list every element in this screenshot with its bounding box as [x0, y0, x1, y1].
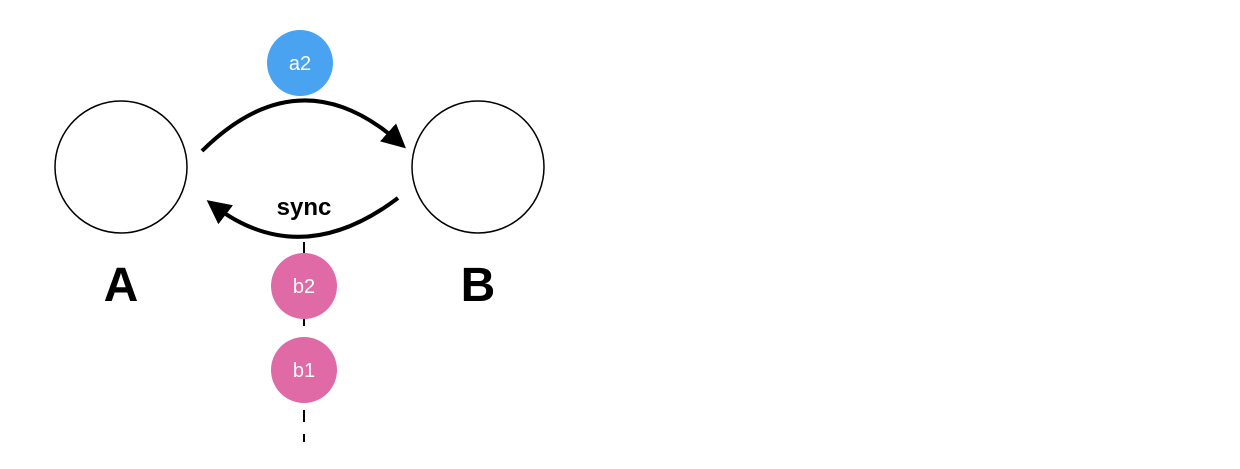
commit-b2-label: b2 [293, 276, 315, 298]
commit-b1[interactable]: b1 [271, 337, 337, 403]
node-b-label: B [461, 259, 496, 312]
arrow-a-to-b [200, 98, 406, 153]
node-a-label: A [104, 259, 139, 312]
commit-b1-circle [271, 337, 337, 403]
commit-b2-circle [271, 253, 337, 319]
commit-b2[interactable]: b2 [271, 253, 337, 319]
commit-a2-circle [267, 30, 333, 96]
arrow-b-to-a [206, 196, 400, 239]
node-a-circle[interactable] [54, 100, 188, 234]
sync-label: sync [277, 194, 332, 221]
commit-b1-label: b1 [293, 360, 315, 382]
commit-a2[interactable]: a2 [267, 30, 333, 96]
commit-a2-label: a2 [289, 53, 311, 75]
node-b-circle[interactable] [411, 100, 545, 234]
